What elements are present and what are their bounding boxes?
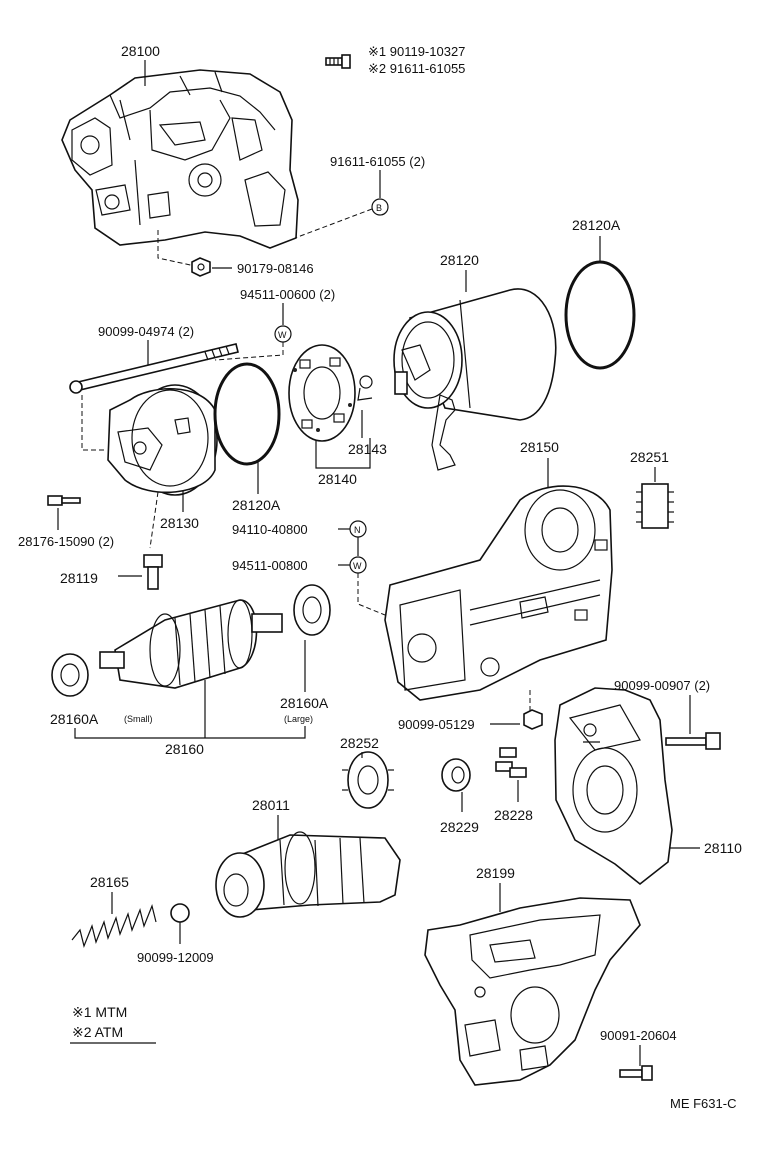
label-28011: 28011: [252, 797, 290, 813]
starter-assembly-28100: [61, 69, 299, 249]
through-bolt-90099-04974-icon: [69, 343, 239, 394]
field-yoke-28120: [393, 288, 557, 471]
armature-28160: [99, 599, 283, 689]
gasket-28120a-mid: [213, 362, 281, 466]
label-28120: 28120: [440, 252, 479, 268]
label-28160: 28160: [165, 741, 204, 757]
label-90099-12009: 90099-12009: [137, 950, 214, 965]
callout-b-icon: [371, 198, 389, 216]
gear-28251-icon: [636, 483, 674, 529]
part-28119-icon: [143, 554, 163, 590]
label-28150: 28150: [520, 439, 559, 455]
label-91611-61055: 91611-61055 (2): [330, 154, 425, 169]
label-28130: 28130: [160, 515, 199, 531]
nut-90099-05129-icon: [523, 709, 543, 730]
label-28160a-large: 28160A: [280, 695, 329, 711]
cover-28199: [424, 897, 641, 1086]
nut-90179-08146-icon: [191, 257, 211, 277]
label-28199: 28199: [476, 865, 515, 881]
label-28160a-small: 28160A: [50, 711, 99, 727]
label-28228: 28228: [494, 807, 533, 823]
label-large-tag: (Large): [284, 714, 313, 724]
label-28165: 28165: [90, 874, 129, 890]
label-28251: 28251: [630, 449, 669, 465]
label-90179-08146: 90179-08146: [237, 261, 314, 276]
label-94511-00600: 94511-00600 (2): [240, 287, 335, 302]
starter-clutch-28011: [215, 831, 401, 918]
label-94511-00800: 94511-00800: [232, 558, 308, 573]
label-28119: 28119: [60, 570, 98, 586]
legend-atm: ※2 ATM: [72, 1024, 123, 1040]
callout-w2: W: [353, 561, 362, 571]
diagram-code: ME F631-C: [670, 1096, 736, 1111]
legend-mtm: ※1 MTM: [72, 1004, 127, 1020]
callout-w1: W: [278, 330, 287, 340]
label-28100: 28100: [121, 43, 160, 59]
label-28176: 28176-15090 (2): [18, 534, 114, 549]
spring-28165-icon: [71, 904, 157, 948]
label-90099-05129: 90099-05129: [398, 717, 475, 732]
gear-28252-icon: [342, 751, 394, 809]
bearing-28160a-small-icon: [51, 653, 89, 697]
label-note-mtm-part: ※1 90119-10327: [368, 44, 465, 59]
label-28143: 28143: [348, 441, 387, 457]
label-28229: 28229: [440, 819, 479, 835]
screw-90119-10327-icon: [325, 54, 351, 69]
label-28120a-top: 28120A: [572, 217, 621, 233]
ball-90099-12009-icon: [170, 903, 190, 923]
label-90099-04974: 90099-04974 (2): [98, 324, 194, 339]
label-28140: 28140: [318, 471, 357, 487]
solenoid-housing-28150: [384, 485, 613, 701]
part-28229-icon: [441, 758, 471, 792]
label-28120a-mid: 28120A: [232, 497, 281, 513]
bolt-28176-icon: [47, 495, 81, 506]
end-frame-28130: [107, 384, 218, 496]
label-90091-20604: 90091-20604: [600, 1028, 677, 1043]
bearing-28160a-large-icon: [293, 584, 331, 636]
gasket-28120a-top: [564, 260, 636, 370]
label-94110-40800: 94110-40800: [232, 522, 308, 537]
label-small-tag: (Small): [124, 714, 153, 724]
label-28110: 28110: [704, 840, 742, 856]
brush-holder-28140: [288, 344, 356, 442]
callout-b: B: [376, 203, 382, 213]
label-90099-00907: 90099-00907 (2): [614, 678, 710, 693]
callout-n: N: [354, 525, 361, 535]
label-28252: 28252: [340, 735, 379, 751]
spring-28143-icon: [357, 375, 373, 401]
bolt-90099-00907-icon: [665, 732, 721, 750]
part-28228-icon: [495, 747, 527, 778]
label-note-atm-part: ※2 91611-61055: [368, 61, 465, 76]
bolt-90091-20604-icon: [619, 1065, 653, 1081]
drive-housing-28110: [554, 687, 673, 886]
